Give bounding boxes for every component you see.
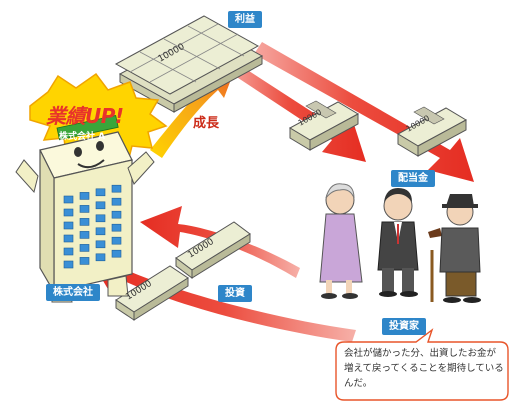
building-window [111,249,122,258]
building-window [111,184,122,193]
company-building [15,115,155,303]
building-window [111,223,122,232]
dividend-pile-left [288,100,360,151]
speech-bubble-text: 会社が儲かった分、出資したお金が増えて戻ってくることを期待しているんだ。 [344,348,504,389]
building-window [95,214,106,223]
investor-woman [319,183,363,299]
building-window [95,227,106,236]
building-window [63,195,74,204]
label-investor: 投資家 [382,318,426,335]
building-window [63,208,74,217]
investment-bills-lower [115,265,189,321]
investor-old-man [428,194,481,303]
building-window [79,257,90,265]
building-window [111,210,122,219]
building-window [63,234,74,243]
building-window [79,192,90,200]
building-windows [63,184,122,269]
building-window [111,197,122,206]
building-window [95,201,106,210]
label-growth: 成長 [193,116,220,131]
building-window [63,247,74,256]
arrow-profit-to-dividend-2 [254,42,474,182]
headline-performance-up: 業績UP! [46,104,124,128]
building-window [79,244,90,252]
dividend-pile-right [396,106,468,157]
speech-bubble-shape [335,328,509,401]
company-sign: 株式会社 A [59,132,106,142]
building-window [63,260,74,269]
building-window [95,240,106,249]
label-profit: 利益 [228,11,262,28]
building-window [95,188,106,197]
arrow-investment-lower [92,250,356,342]
label-company: 株式会社 [46,284,100,301]
profit-money-stack [114,15,264,113]
building-window [79,231,90,239]
building-window [63,221,74,230]
label-dividend: 配当金 [391,170,435,187]
building-window [79,218,90,226]
label-investment: 投資 [218,285,252,302]
building-window [95,253,106,262]
building-window [111,236,122,245]
building-window [79,205,90,213]
investor-man-suit [377,188,419,297]
investment-bills-upper [175,221,251,279]
